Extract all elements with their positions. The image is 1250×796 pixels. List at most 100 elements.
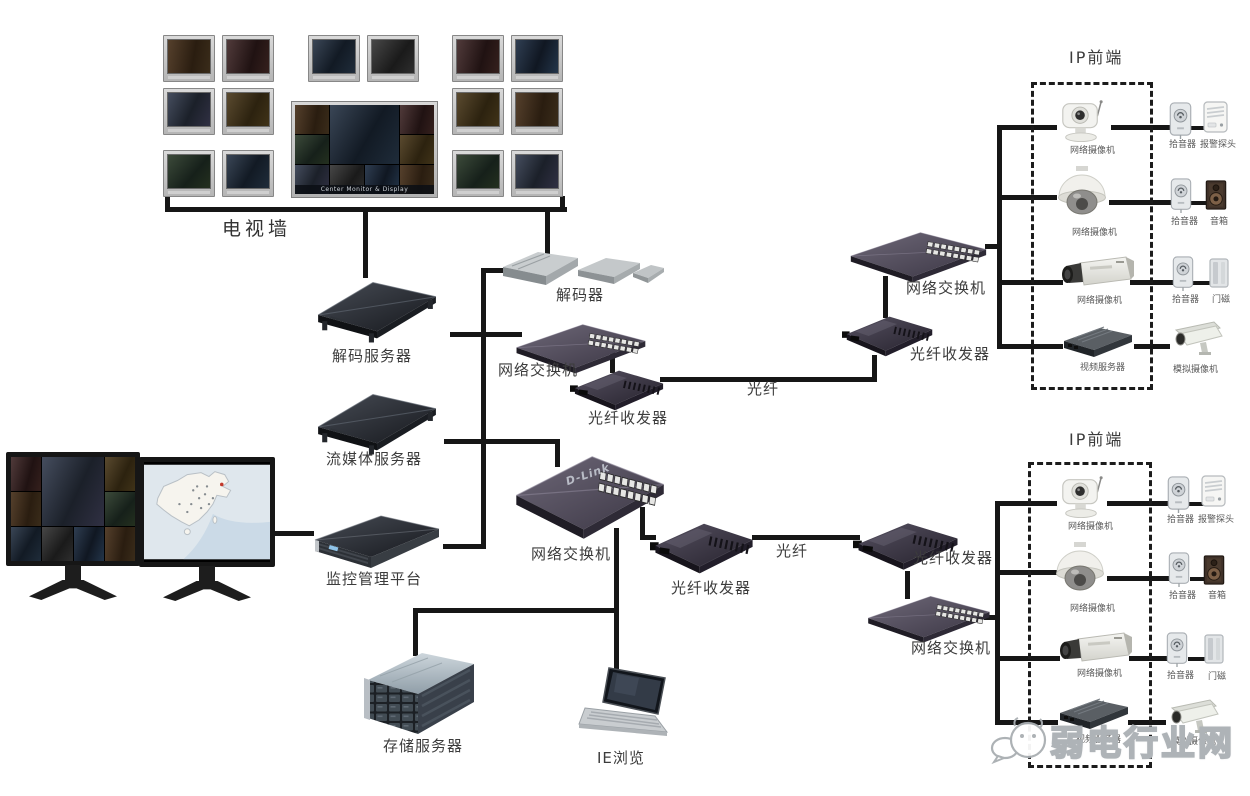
alarm-detector-label: 报警探头 [1198,515,1235,525]
workstation-monitor-video [6,452,140,600]
tv-wall-bracket-line [165,207,567,212]
analog-camera-icon [1166,320,1226,358]
network-camera-label: 网络摄像机 [1068,522,1114,532]
alarm-detector-icon [1203,101,1228,134]
network-camera-label: 网络摄像机 [1070,146,1116,156]
network-switch-label: 网络交换机 [911,639,992,657]
connector-line [270,531,314,536]
fiber-label: 光纤 [776,542,809,560]
tv-wall-monitor [452,35,504,82]
connector-line [614,608,619,673]
ip-frontend-boundary-bottom [1028,462,1152,768]
tv-wall-monitor [163,35,215,82]
audio-pickup-label: 拾音器 [1171,217,1199,227]
door-contact-label: 门磁 [1212,295,1231,305]
connector-line [640,507,645,540]
fiber-transceiver-label: 光纤收发器 [588,409,669,427]
audio-pickup-label: 拾音器 [1169,591,1197,601]
tv-wall-monitor [511,88,563,135]
connector-line [995,570,1057,575]
network-switch-label: 网络交换机 [498,361,579,379]
audio-pickup-label: 拾音器 [1172,295,1200,305]
box-camera-icon [1060,254,1136,288]
workstation-monitor-map [139,457,275,601]
connector-line [883,276,888,318]
watermark-text: 弱电行业网 [1049,723,1235,765]
network-camera-label: 网络摄像机 [1077,296,1123,306]
connector-line [481,268,507,273]
connector-line [1107,576,1172,581]
monitor-base [163,581,251,601]
connector-line [1128,720,1166,725]
connector-line [997,280,1063,285]
audio-pickup-icon [1167,476,1190,513]
analog-camera-label: 模拟摄像机 [1171,737,1217,747]
stream-media-server-icon [310,386,442,460]
connector-line [450,332,522,337]
fiber-transceiver-label: 光纤收发器 [910,345,991,363]
video-server-label: 视频服务器 [1080,363,1126,373]
speaker-label: 音箱 [1208,591,1227,601]
connector-line [413,608,619,613]
network-camera-label: 网络摄像机 [1077,669,1123,679]
tv-wall-monitor [163,150,215,197]
frontend-bus-line [997,125,1002,349]
ip-frontend-boundary-top [1031,82,1153,390]
network-switch-icon [845,228,990,286]
connector-line [995,656,1060,661]
tv-wall-monitor [452,150,504,197]
tv-wall-monitor [222,35,274,82]
wechat-mascot-icon [990,717,1047,765]
audio-pickup-icon [1172,256,1194,291]
connector-line [165,196,170,207]
connector-line [614,528,619,613]
network-camera-label: 网络摄像机 [1072,228,1118,238]
door-contact-label: 门磁 [1208,672,1227,682]
audio-pickup-icon [1169,102,1192,139]
tv-wall-monitor [222,88,274,135]
connector-line [640,535,656,540]
alarm-detector-label: 报警探头 [1200,140,1237,150]
connector-line [985,244,1000,249]
frontend-bus-line [995,501,1000,725]
tv-wall-monitor [511,35,563,82]
connector-line [1191,201,1206,205]
management-platform-label: 监控管理平台 [326,570,423,588]
audio-pickup-icon [1166,632,1188,667]
network-camera-label: 网络摄像机 [1070,604,1116,614]
management-platform-server-icon [308,510,445,574]
alarm-detector-icon [1201,475,1226,508]
laptop-icon [577,666,669,744]
speaker-icon [1203,555,1225,585]
storage-server-icon [362,646,480,738]
tv-wall-monitor [308,35,360,82]
network-switch-icon [510,449,668,545]
audio-pickup-label: 拾音器 [1167,671,1195,681]
door-contact-icon [1204,634,1224,664]
door-contact-icon [1209,258,1229,288]
audio-pickup-icon [1168,552,1190,587]
connector-line [997,125,1057,130]
fiber-transceiver-icon [570,366,668,414]
connector-line [1190,577,1205,581]
connector-line [1189,502,1204,506]
connector-line [905,571,910,599]
ie-browse-label: IE浏览 [597,749,645,767]
fiber-link-line [660,377,876,382]
connector-line [1193,281,1210,285]
storage-server-label: 存储服务器 [383,737,464,755]
tv-wall-monitor [452,88,504,135]
monitor-stand [199,566,215,581]
monitor-stand [65,565,81,580]
tv-wall-label: 电视墙 [222,218,292,240]
fiber-transceiver-label: 光纤收发器 [671,579,752,597]
connector-line [1107,501,1171,506]
speaker-label: 音箱 [1210,217,1229,227]
tv-wall-monitor [222,150,274,197]
connector-line [610,351,615,373]
china-map [144,464,270,560]
audio-pickup-label: 拾音器 [1169,140,1197,150]
dome-camera-icon [1051,542,1109,598]
decode-server-label: 解码服务器 [332,347,413,365]
